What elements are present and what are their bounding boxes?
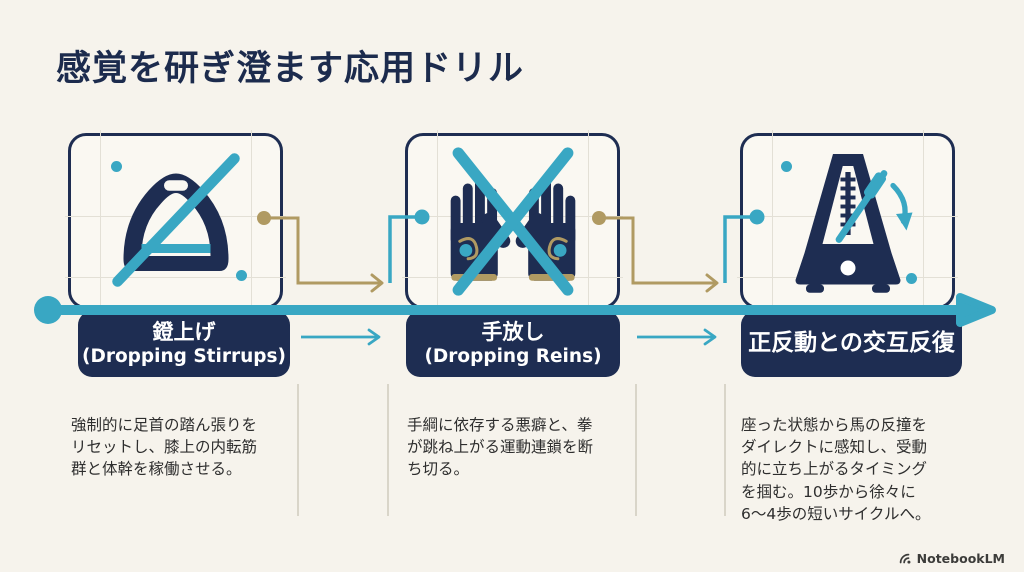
page-title: 感覚を研ぎ澄ます応用ドリル: [56, 49, 525, 89]
step3-icon-card: [737, 130, 958, 312]
timeline-line: [48, 305, 962, 315]
pill-arrow-icon: [301, 328, 381, 346]
step1-label-pill: 鐙上げ (Dropping Stirrups): [78, 311, 290, 377]
accent-dot: [236, 270, 247, 281]
step1-icon-card: [65, 130, 286, 312]
column-divider: [724, 384, 726, 516]
step1-label-en: (Dropping Stirrups): [82, 345, 286, 367]
step2-label-jp: 手放し: [481, 320, 545, 345]
pill-arrow-icon: [637, 328, 717, 346]
step2-step3-connector: [592, 209, 765, 293]
column-divider: [297, 384, 299, 516]
grid-line: [437, 130, 439, 312]
accent-dot: [781, 161, 792, 172]
grid-line: [587, 130, 589, 312]
column-divider: [387, 384, 389, 516]
step2-icon-card: [402, 130, 623, 312]
step1-label-jp: 鐙上げ: [152, 320, 216, 345]
step3-label-jp: 正反動との交互反復: [748, 330, 955, 357]
step1-description: 強制的に足首の踏ん張りをリセットし、膝上の内転筋群と体幹を稼働させる。: [71, 415, 258, 479]
timeline-arrowhead-icon: [956, 293, 996, 327]
grid-line: [250, 130, 252, 312]
step1-step2-connector: [257, 209, 430, 293]
step2-label-en: (Dropping Reins): [424, 345, 602, 367]
notebooklm-logo-icon: [899, 553, 911, 564]
brand-footer: NotebookLM: [898, 551, 1005, 566]
stirrup-crossed-icon: [101, 144, 251, 300]
metronome-icon: [773, 144, 923, 300]
gloves-crossed-icon: [437, 144, 589, 300]
step2-label-pill: 手放し (Dropping Reins): [406, 311, 620, 377]
grid-line: [100, 130, 102, 312]
grid-line: [922, 130, 924, 312]
accent-dot: [111, 161, 122, 172]
step3-description: 座った状態から馬の反撞をダイレクトに感知し、受動的に立ち上がるタイミングを掴む。…: [741, 415, 931, 524]
grid-line: [65, 277, 286, 279]
grid-line: [402, 277, 623, 279]
column-divider: [635, 384, 637, 516]
step3-label-pill: 正反動との交互反復: [741, 311, 962, 377]
brand-name: NotebookLM: [916, 551, 1005, 566]
accent-dot: [906, 273, 917, 284]
step2-description: 手綱に依存する悪癖と、拳が跳ね上がる運動連鎖を断ち切る。: [407, 415, 594, 479]
grid-line: [772, 130, 774, 312]
